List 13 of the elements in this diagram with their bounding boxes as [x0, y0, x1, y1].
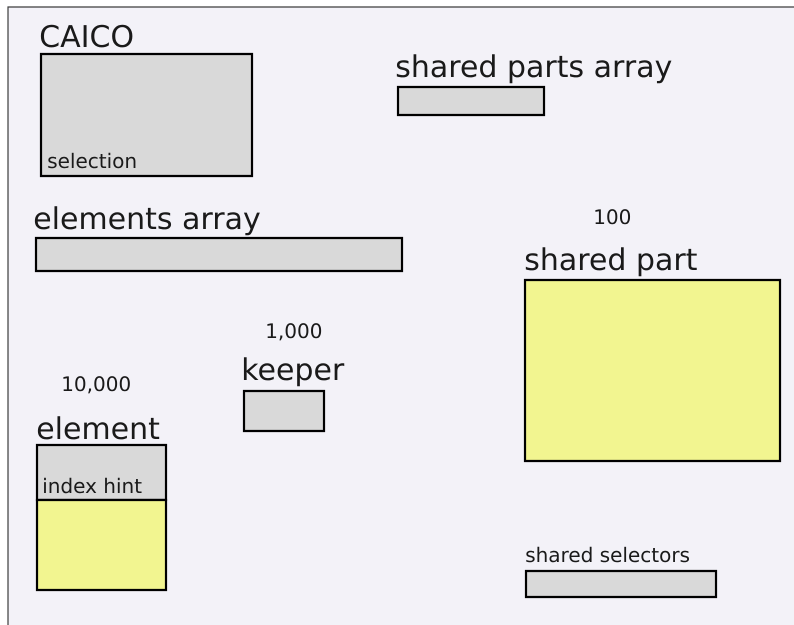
count-label: 1,000 — [267, 323, 322, 340]
box-heading: keeper — [244, 357, 344, 386]
box-heading: element — [38, 416, 160, 440]
count-label: 100 — [595, 209, 630, 224]
box-label: index hint — [44, 478, 142, 494]
box-label: selection — [48, 152, 136, 168]
box-heading: shared part — [526, 247, 697, 276]
box — [36, 498, 168, 592]
box-heading: shared parts array — [396, 54, 672, 84]
box-heading: CAICO — [40, 24, 132, 48]
box-heading: shared selectors — [526, 546, 689, 562]
count-label: 10,000 — [63, 376, 130, 394]
box-heading: elements array — [34, 206, 260, 236]
